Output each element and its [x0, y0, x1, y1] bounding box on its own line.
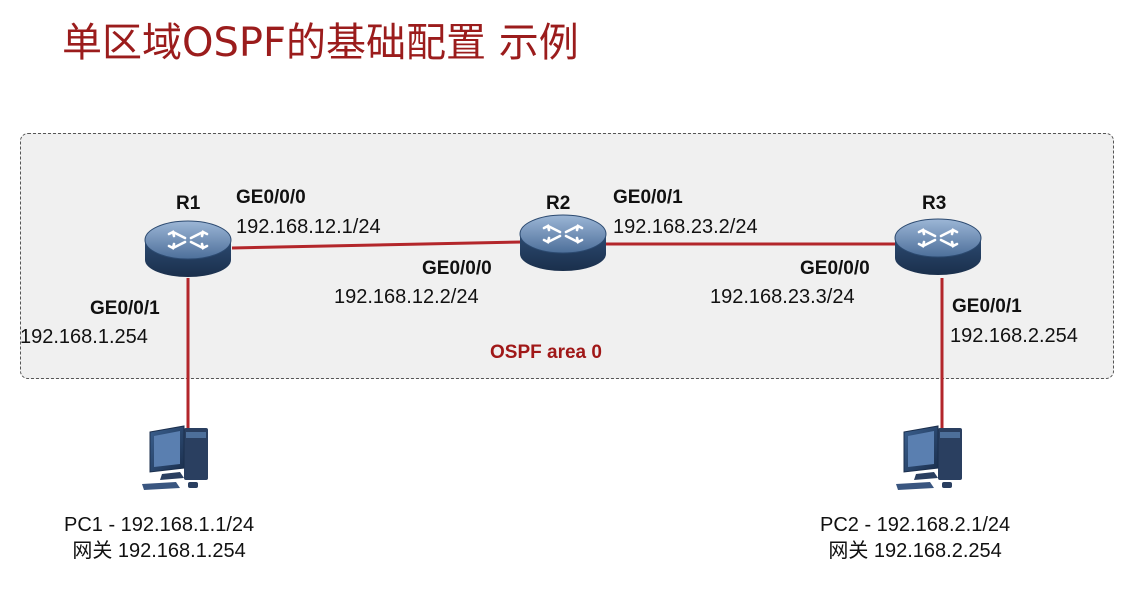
pc1-gateway: 网关 192.168.1.254: [72, 540, 246, 562]
router-r3-name: R3: [922, 193, 947, 214]
pc2-address: PC2 - 192.168.2.1/24: [820, 514, 1011, 536]
router-icon: [894, 218, 982, 275]
router-r2-name: R2: [546, 193, 571, 214]
r2-ge001-ip: 192.168.23.2/24: [613, 216, 758, 238]
r1-ge001-ip: 192.168.1.254: [20, 326, 148, 348]
router-r2[interactable]: [518, 212, 608, 278]
pc2-gateway: 网关 192.168.2.254: [828, 540, 1002, 562]
r3-ge001-ip: 192.168.2.254: [950, 325, 1078, 347]
page-title: 单区域OSPF的基础配置 示例: [62, 20, 579, 66]
pc2[interactable]: [894, 424, 984, 492]
pc2-info: PC2 - 192.168.2.1/24 网关 192.168.2.254: [820, 512, 1010, 564]
router-icon: [519, 214, 607, 271]
pc-icon: [896, 425, 962, 490]
pc1-address: PC1 - 192.168.1.1/24: [64, 514, 255, 536]
pc-icon: [142, 425, 208, 490]
link-r1-r2: [231, 240, 523, 250]
area-label: OSPF area 0: [490, 342, 602, 363]
pc1[interactable]: [140, 424, 230, 492]
router-r1[interactable]: [143, 218, 233, 284]
r3-ge000-port: GE0/0/0: [800, 258, 870, 279]
r2-ge001-port: GE0/0/1: [613, 187, 683, 208]
pc1-info: PC1 - 192.168.1.1/24 网关 192.168.1.254: [64, 512, 254, 564]
r1-ge000-port: GE0/0/0: [236, 187, 306, 208]
router-r3[interactable]: [893, 216, 983, 282]
r2-ge000-port: GE0/0/0: [422, 258, 492, 279]
r2-ge000-ip: 192.168.12.2/24: [334, 286, 479, 308]
r1-ge001-port: GE0/0/1: [90, 298, 160, 319]
router-icon: [144, 220, 232, 277]
r1-ge000-ip: 192.168.12.1/24: [236, 216, 381, 238]
r3-ge000-ip: 192.168.23.3/24: [710, 286, 855, 308]
r3-ge001-port: GE0/0/1: [952, 296, 1022, 317]
router-r1-name: R1: [176, 193, 201, 214]
